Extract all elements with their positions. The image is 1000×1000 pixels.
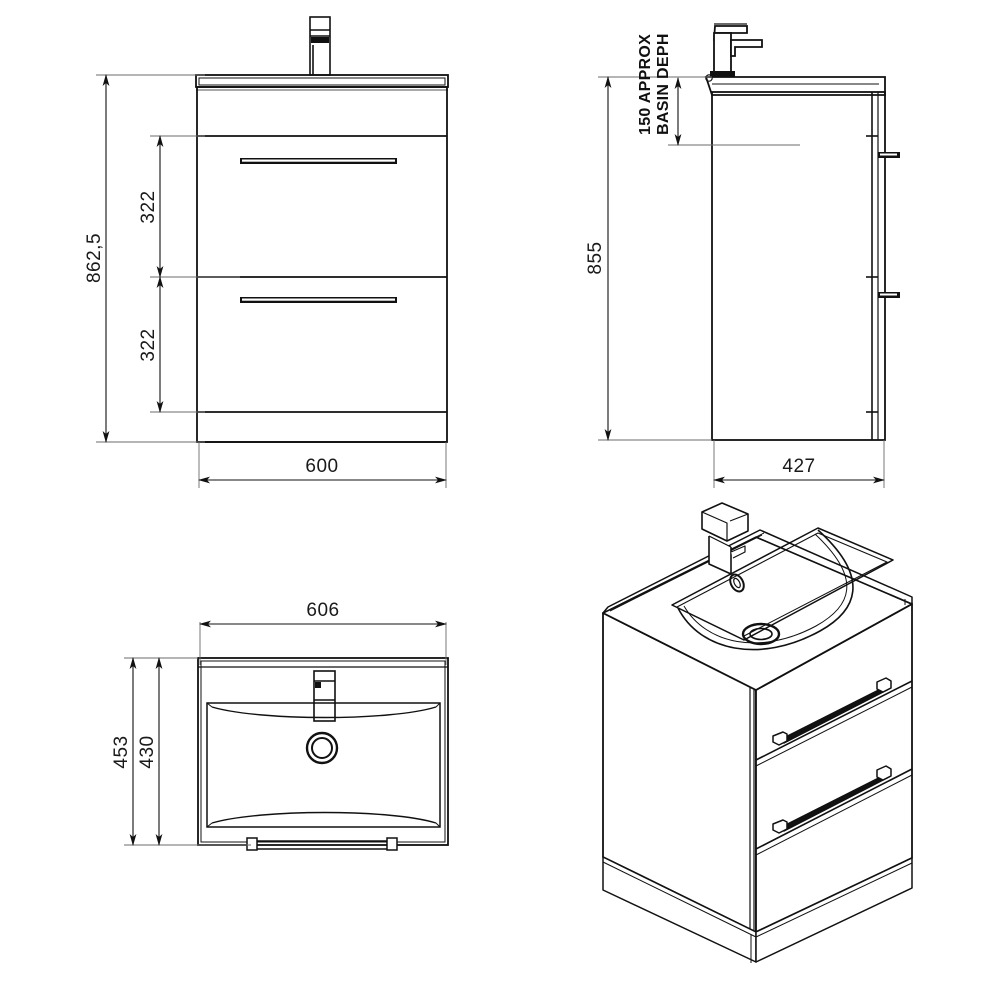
side-drawer-divisions	[866, 135, 878, 413]
front-overall-height-label: 862,5	[84, 233, 105, 283]
side-faucet-icon	[710, 23, 763, 77]
side-cabinet-body	[711, 91, 886, 441]
side-elevation-view: 855 150 APPROX BASIN DEPH 427	[585, 23, 900, 488]
front-dim-overall-height: 862,5	[84, 74, 110, 443]
top-plan-view: 606 453 430	[111, 600, 449, 851]
plan-front-lip	[198, 837, 398, 851]
side-depth-label: 427	[782, 456, 815, 477]
front-dim-width: 600	[198, 456, 447, 484]
front-elevation-view: 862,5 322 322 600	[84, 16, 449, 488]
plan-basin-outline	[197, 657, 449, 846]
front-extension-lines	[96, 74, 447, 488]
front-cabinet-body	[196, 86, 448, 443]
front-dim-lower-drawer: 322	[138, 276, 164, 413]
front-upper-drawer-label: 322	[138, 190, 159, 223]
iso-plinth	[602, 856, 913, 963]
side-dim-depth: 427	[713, 456, 885, 484]
side-dim-basin-depth: 150 APPROX BASIN DEPH	[637, 33, 682, 146]
plan-inner-depth-label: 430	[137, 735, 158, 768]
plan-outer-depth-label: 453	[111, 735, 132, 768]
front-lower-drawer-handle	[240, 297, 397, 303]
basin-depth-note-line1: 150 APPROX	[637, 34, 654, 135]
iso-overflow-icon	[729, 573, 745, 593]
plan-dim-inner-depth: 430	[137, 657, 163, 846]
side-upper-handle	[878, 152, 900, 158]
side-extension-lines	[598, 76, 885, 488]
iso-drain-icon	[741, 622, 781, 646]
side-dim-overall-height: 855	[585, 76, 612, 441]
iso-lower-drawer-handle	[772, 765, 892, 834]
isometric-view	[602, 502, 913, 963]
plan-faucet-icon	[313, 670, 336, 722]
basin-depth-note-line2: BASIN DEPH	[655, 33, 672, 135]
iso-left-panel-lines	[749, 687, 755, 931]
front-faucet-icon	[309, 16, 331, 76]
side-lower-handle	[878, 292, 900, 298]
iso-faucet-icon	[701, 502, 749, 575]
iso-drawer-lines	[755, 603, 913, 856]
plan-extension-lines	[124, 622, 447, 846]
side-overall-height-label: 855	[585, 241, 606, 274]
front-width-label: 600	[305, 456, 338, 477]
iso-upper-drawer-handle	[772, 677, 892, 746]
plan-dim-outer-depth: 453	[111, 657, 137, 846]
iso-basin-bowl	[671, 527, 894, 651]
front-dim-upper-drawer: 322	[138, 135, 164, 278]
front-upper-drawer-handle	[240, 158, 397, 164]
front-lower-drawer-label: 322	[138, 328, 159, 361]
plan-dim-width: 606	[199, 600, 447, 628]
plan-bowl	[206, 702, 441, 828]
plan-drain-icon	[305, 731, 339, 765]
plan-width-label: 606	[306, 600, 339, 621]
